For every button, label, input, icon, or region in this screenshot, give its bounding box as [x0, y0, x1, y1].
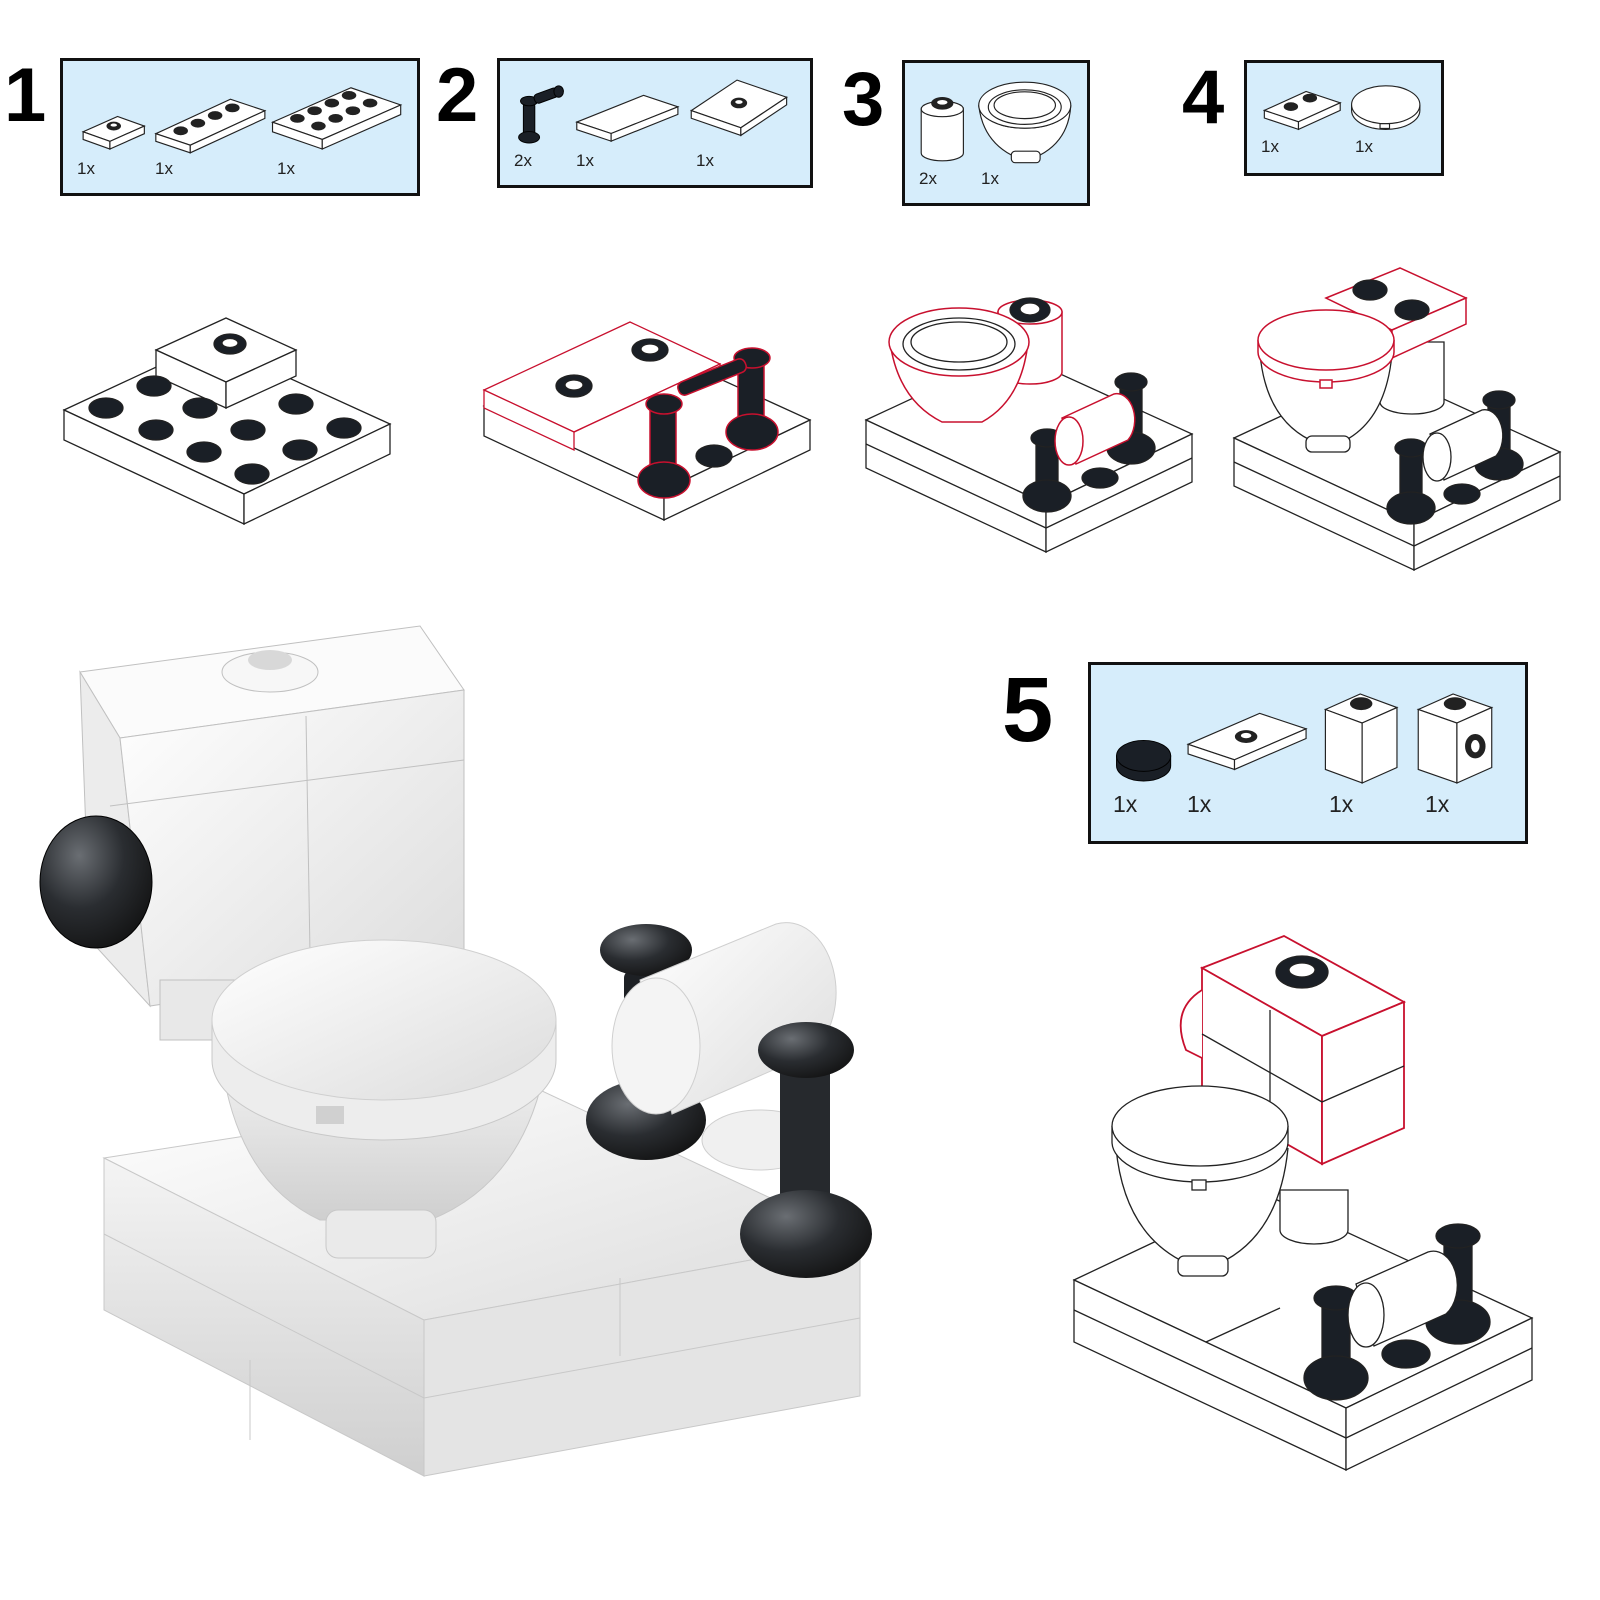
final-model-render-drawing: [39, 625, 872, 1477]
part-plate-1x2-icon: [1262, 90, 1342, 131]
part-quantity: 2x: [514, 151, 532, 170]
assembly-step-3: [862, 290, 1202, 560]
assembly-step-2: [480, 310, 820, 550]
parts-illustrations-step-5: [1116, 693, 1494, 784]
assembly-step-4-drawing: [1232, 267, 1562, 572]
part-plate-1x2-jumper-icon: [81, 115, 146, 150]
assembly-step-1-drawing: [62, 317, 392, 526]
step-number-5: 5: [1002, 659, 1054, 761]
part-plate-1x2-jumper-icon: [1186, 712, 1308, 771]
step-number-4: 4: [1182, 55, 1225, 140]
part-brick-1x1-side-stud-icon: [1416, 693, 1494, 784]
part-plate-2x4-icon: [270, 87, 403, 150]
part-quantity: 1x: [1261, 137, 1279, 156]
parts-box-step-2: 2x 1x 1x: [497, 58, 813, 188]
part-round-brick-1x1-icon: [920, 96, 964, 162]
part-quantity: 1x: [1355, 137, 1373, 156]
step-number-2: 2: [436, 53, 479, 138]
part-bar-holder-icon: [518, 85, 564, 144]
assembly-step-5: [1070, 930, 1540, 1490]
parts-illustrations-step-1: [81, 87, 403, 154]
part-brick-1x1-icon: [1323, 693, 1399, 784]
part-quantity: 1x: [576, 151, 594, 170]
parts-box-step-5: 1x 1x 1x 1x: [1088, 662, 1528, 844]
part-tile-1x4-icon: [575, 94, 680, 142]
assembly-step-5-drawing: [1072, 935, 1534, 1472]
part-round-tile-2x2-icon: [1351, 85, 1421, 130]
step-number-3: 3: [842, 57, 885, 142]
part-quantity: 1x: [696, 151, 714, 170]
assembly-step-4: [1230, 267, 1570, 578]
parts-illustrations-step-4: [1262, 85, 1421, 131]
part-quantity: 2x: [919, 169, 937, 188]
part-plate-1x4-icon: [154, 98, 267, 154]
assembly-step-3-drawing: [864, 297, 1194, 554]
part-quantity: 1x: [1113, 791, 1138, 817]
part-quantity: 1x: [155, 159, 173, 178]
part-round-tile-1x1-black-icon: [1116, 739, 1172, 782]
part-quantity: 1x: [981, 169, 999, 188]
part-quantity: 1x: [1187, 791, 1212, 817]
assembly-step-1: [60, 300, 400, 540]
parts-illustrations-step-3: [920, 81, 1072, 164]
step-number-1: 1: [4, 53, 47, 138]
part-quantity: 1x: [1329, 791, 1354, 817]
part-plate-2x2-jumper-icon: [689, 79, 788, 137]
part-quantity: 1x: [277, 159, 295, 178]
part-quantity: 1x: [77, 159, 95, 178]
parts-box-step-1: 1x 1x 1x: [60, 58, 420, 196]
part-quantity: 1x: [1425, 791, 1450, 817]
final-model-render: [20, 620, 900, 1500]
parts-box-step-4: 1x 1x: [1244, 60, 1444, 176]
parts-illustrations-step-2: [518, 79, 788, 144]
part-bowl-icon: [978, 81, 1072, 164]
parts-box-step-3: 2x 1x: [902, 60, 1090, 206]
assembly-step-2-drawing: [482, 321, 812, 522]
